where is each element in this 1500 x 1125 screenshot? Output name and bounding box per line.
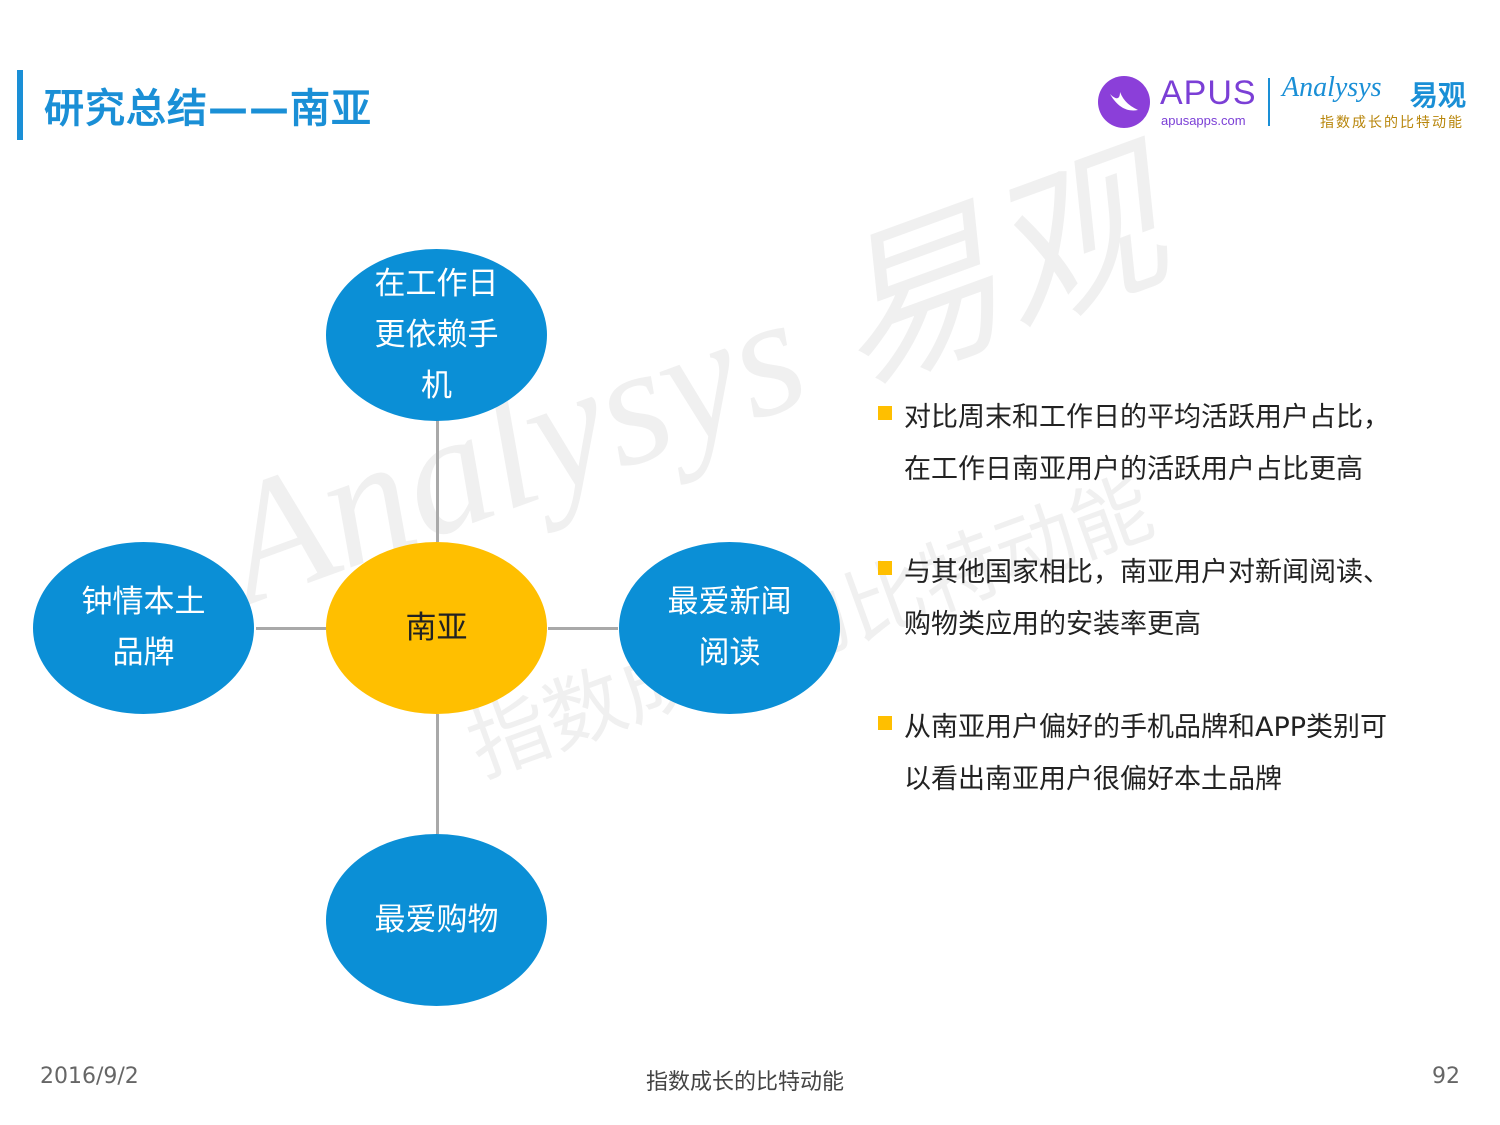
connector-top	[436, 420, 439, 542]
analysys-wordmark: Analysys	[1282, 72, 1382, 103]
node-right: 最爱新闻 阅读	[619, 542, 840, 714]
analysys-logo: Analysys 易观 指数成长的比特动能	[1282, 72, 1482, 132]
node-right-label: 最爱新闻 阅读	[667, 584, 792, 671]
bullet-text-line: 购物类应用的安装率更高	[904, 609, 1201, 640]
bullet-item: 从南亚用户偏好的手机品牌和APP类别可 以看出南亚用户很偏好本土品牌	[876, 702, 1476, 806]
apus-url: apusapps.com	[1161, 113, 1246, 128]
analysys-slogan: 指数成长的比特动能	[1320, 115, 1464, 131]
connector-bottom	[436, 714, 439, 834]
title-accent-bar	[17, 70, 23, 140]
bullet-text-line: 与其他国家相比，南亚用户对新闻阅读、	[904, 557, 1390, 588]
connector-left	[256, 627, 326, 630]
node-center-label: 南亚	[405, 609, 468, 646]
bullet-square-icon	[878, 561, 892, 575]
bullet-text-line: 在工作日南亚用户的活跃用户占比更高	[904, 454, 1363, 485]
bullet-item: 与其他国家相比，南亚用户对新闻阅读、 购物类应用的安装率更高	[876, 547, 1476, 651]
bullet-square-icon	[878, 406, 892, 420]
node-left-label: 钟情本土 品牌	[81, 584, 206, 671]
node-bottom: 最爱购物	[326, 834, 547, 1006]
footer-date: 2016/9/2	[40, 1064, 139, 1089]
footer-slogan: 指数成长的比特动能	[646, 1070, 845, 1095]
bullet-item: 对比周末和工作日的平均活跃用户占比， 在工作日南亚用户的活跃用户占比更高	[876, 392, 1476, 496]
page-title: 研究总结——南亚	[44, 86, 372, 132]
node-center: 南亚	[326, 542, 547, 714]
node-left: 钟情本土 品牌	[33, 542, 254, 714]
node-bottom-label: 最爱购物	[374, 901, 499, 938]
logo-divider	[1268, 78, 1270, 126]
bullet-square-icon	[878, 716, 892, 730]
bullet-text-line: 对比周末和工作日的平均活跃用户占比，	[904, 402, 1390, 433]
connector-right	[548, 627, 618, 630]
bullet-text-line: 从南亚用户偏好的手机品牌和APP类别可	[904, 712, 1388, 743]
page-number: 92	[1432, 1064, 1460, 1089]
apus-wordmark: APUS	[1160, 74, 1257, 112]
analysys-chinese-name: 易观	[1410, 79, 1467, 112]
node-top: 在工作日 更依赖手 机	[326, 249, 547, 421]
apus-bird-icon	[1098, 76, 1150, 128]
apus-logo: APUS apusapps.com	[1098, 74, 1263, 128]
node-top-label: 在工作日 更依赖手 机	[374, 265, 499, 404]
bullet-list: 对比周末和工作日的平均活跃用户占比， 在工作日南亚用户的活跃用户占比更高 与其他…	[876, 392, 1476, 857]
bullet-text-line: 以看出南亚用户很偏好本土品牌	[904, 764, 1282, 795]
